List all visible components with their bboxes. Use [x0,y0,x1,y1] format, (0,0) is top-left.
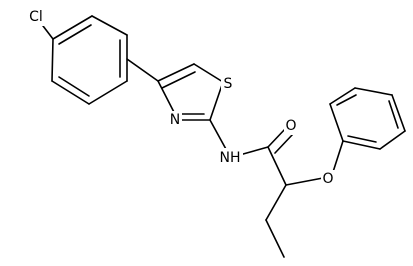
double-bond-inner [336,94,357,106]
bond [52,15,93,40]
chlorophenyl-ring [51,15,128,105]
amide-nh-label: NH [220,150,241,166]
sulfur-label: S [224,76,233,92]
double-bond-inner [58,76,90,97]
double-bond-inner [347,135,377,143]
thiazole-nitrogen-label: N [170,112,180,128]
chlorine-label: Cl [29,9,43,25]
bond [285,177,324,186]
atom-labels: Cl S N NH O O [24,8,335,188]
bond [329,87,356,105]
bond [157,63,195,82]
bond [265,219,285,258]
ether-oxygen-label: O [322,171,333,187]
bond [126,58,159,82]
thiazole-ring [157,63,224,121]
bond [88,80,128,105]
bond [51,38,54,82]
bond [265,184,287,221]
bond [267,146,287,186]
bond [193,63,224,83]
bond [342,140,381,150]
double-bond-inner [58,24,92,45]
bond [332,140,344,173]
bond [391,94,406,132]
double-bond-inner [161,71,196,89]
carbonyl-oxygen-label: O [285,118,296,134]
double-bond-inner [388,100,399,129]
bond [354,87,393,96]
bond [379,130,406,150]
bond [329,103,344,142]
carbonyl-bond [274,133,294,154]
bond [51,80,90,105]
bond [209,81,224,121]
bond [91,15,128,36]
phenyl-ring [329,87,406,150]
carbonyl-bond [267,127,287,148]
bond [209,119,228,152]
